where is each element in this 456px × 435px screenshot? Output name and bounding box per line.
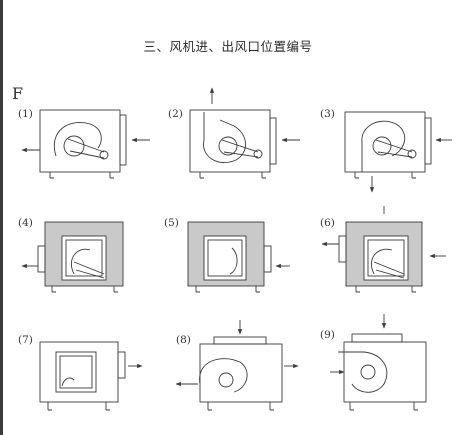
diagram-4-label: (4) [18, 217, 33, 229]
diagram-8-label: (8) [176, 334, 191, 346]
page-title: 三、风机进、出风口位置编号 [143, 39, 313, 54]
diagram-7-label: (7) [18, 334, 33, 346]
diagram-4 [21, 221, 124, 293]
diagram-6-label: (6) [320, 217, 335, 229]
diagram-1 [21, 109, 150, 179]
diagram-1-label: (1) [18, 108, 33, 120]
diagram-3-label: (3) [320, 108, 335, 120]
left-edge-bar [0, 0, 3, 435]
diagram-6 [321, 206, 446, 293]
handwritten-mark: F [12, 84, 24, 103]
diagram-8 [175, 320, 299, 411]
diagram-5 [187, 221, 290, 293]
diagram-7 [39, 341, 143, 411]
diagram-9 [330, 314, 427, 411]
diagram-2-label: (2) [168, 108, 183, 120]
diagram-3 [344, 111, 452, 193]
diagram-5-label: (5) [164, 217, 179, 229]
diagram-9-label: (9) [320, 329, 335, 341]
diagram-2 [189, 87, 300, 179]
